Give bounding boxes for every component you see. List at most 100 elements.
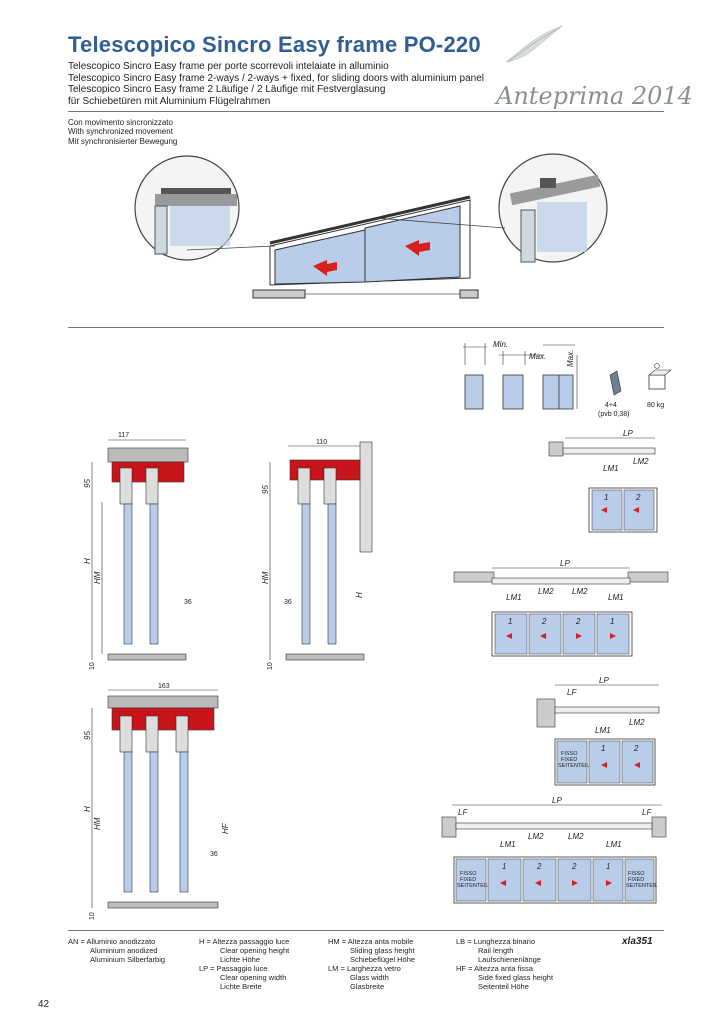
layout-3-lm1: LM1 bbox=[595, 726, 611, 735]
layout-4-lm1-left: LM1 bbox=[500, 840, 516, 849]
layout-4-lm2-right: LM2 bbox=[568, 832, 584, 841]
arrow-left-icon bbox=[500, 880, 506, 886]
section-a-height: H bbox=[83, 558, 92, 564]
glass-max-vertical-label: Max. bbox=[566, 350, 575, 367]
section-c-bottom: 10 bbox=[89, 912, 96, 920]
glass-section bbox=[179, 751, 189, 893]
legend-col-4: LB = Lunghezza binario Rail length Laufs… bbox=[456, 937, 553, 991]
legend-line: Laufschienenlänge bbox=[478, 955, 541, 964]
subtitle-block: Telescopico Sincro Easy frame per porte … bbox=[68, 61, 484, 107]
layout-2-lp: LP bbox=[560, 559, 570, 568]
layout-diagram-1: LP LM1 LM2 1 2 bbox=[548, 429, 658, 533]
layout-panel bbox=[596, 613, 630, 655]
section-c-hf: HF bbox=[221, 822, 230, 834]
layout-4-lf-left: LF bbox=[458, 808, 468, 817]
layout-4-lm1-right: LM1 bbox=[606, 840, 622, 849]
layout-panel bbox=[621, 740, 654, 784]
layout-panel bbox=[557, 858, 592, 902]
footer-divider bbox=[68, 930, 664, 931]
legend-line: HF = Altezza anta fissa bbox=[456, 964, 533, 973]
glass-thickness-spec: Min. Max. Max. 4+4 (pvb 0,38) 80 kg bbox=[463, 340, 672, 418]
layout-4-lf-right: LF bbox=[642, 808, 652, 817]
fixed-panel bbox=[624, 858, 655, 902]
door-perspective-illustration bbox=[134, 153, 608, 299]
legend-line: LP = Passaggio luce bbox=[199, 964, 268, 973]
layout-4-lm2-left: LM2 bbox=[528, 832, 544, 841]
profile-rail bbox=[111, 707, 215, 731]
arrow-right-icon bbox=[610, 633, 616, 639]
header-divider bbox=[68, 111, 664, 112]
panel-number: 2 bbox=[536, 862, 542, 871]
fixed-label: FISSO bbox=[628, 871, 645, 877]
section-a-hm: HM bbox=[93, 571, 102, 584]
preview-badge: Anteprima 2014 bbox=[496, 82, 693, 110]
arrow-left-icon bbox=[601, 762, 607, 768]
section-b-width: 110 bbox=[316, 439, 327, 446]
subtitle-line: für Schiebetüren mit Aluminium Flügelrah… bbox=[68, 95, 271, 107]
legend-line: H = Altezza passaggio luce bbox=[199, 937, 290, 946]
arrow-left-icon bbox=[633, 507, 639, 513]
layout-3-lm2: LM2 bbox=[629, 718, 645, 727]
layout-1-lm1: LM1 bbox=[603, 464, 619, 473]
section-b-offset: 36 bbox=[284, 599, 292, 606]
panel-number: 1 bbox=[502, 862, 506, 871]
legend-line: Rail length bbox=[478, 946, 514, 955]
glass-section bbox=[123, 751, 133, 893]
layout-diagram-2: LP LM1 LM2 LM2 LM1 1 2 2 1 bbox=[453, 559, 669, 657]
weight-box-icon bbox=[648, 374, 666, 390]
section-c-offset: 36 bbox=[210, 851, 218, 858]
panel-number: 1 bbox=[601, 744, 605, 753]
panel-number: 1 bbox=[604, 493, 608, 502]
layout-diagram-4: LP LF LF LM1 LM2 LM2 LM1 FISSO FIXED SEI… bbox=[441, 796, 667, 904]
panel-number: 2 bbox=[575, 617, 581, 626]
panel-number: 1 bbox=[610, 617, 614, 626]
glass-sample-mid bbox=[502, 374, 524, 410]
glass-sample-min bbox=[464, 374, 484, 410]
fixed-label: FIXED bbox=[460, 877, 476, 883]
laminated-glass-icon bbox=[609, 370, 622, 396]
glass-section bbox=[301, 503, 311, 645]
legend-line: Aluminium anodized bbox=[90, 946, 158, 955]
glass-section bbox=[149, 751, 159, 893]
layout-3-lp: LP bbox=[599, 676, 609, 685]
fixed-label: SEITENTEIL bbox=[457, 883, 488, 889]
layout-panel bbox=[592, 858, 624, 902]
glass-section bbox=[327, 503, 337, 645]
section-b-height: H bbox=[355, 592, 364, 598]
panel-number: 2 bbox=[571, 862, 577, 871]
legend-line: Side fixed glass height bbox=[478, 973, 554, 982]
panel-number: 2 bbox=[541, 617, 547, 626]
fixed-label: FIXED bbox=[561, 757, 577, 763]
layout-2-lm2-left: LM2 bbox=[538, 587, 554, 596]
layout-1-lp: LP bbox=[623, 429, 633, 438]
feather-logo bbox=[505, 25, 563, 63]
arrow-left-icon bbox=[405, 240, 430, 256]
section-b-hm: HM bbox=[261, 571, 270, 584]
subtitle-line: Telescopico Sincro Easy frame 2 Läufige … bbox=[68, 84, 386, 96]
legend-line: Sliding glass height bbox=[350, 946, 415, 955]
glass-section bbox=[123, 503, 133, 645]
movement-note: Mit synchronisierter Bewegung bbox=[68, 136, 178, 146]
arrow-left-icon bbox=[634, 762, 640, 768]
fixed-label: SEITENTEIL bbox=[558, 763, 589, 769]
legend-line: Lichte Höhe bbox=[220, 955, 261, 964]
movement-note: With synchronized movement bbox=[68, 127, 173, 137]
section-a-offset: 36 bbox=[184, 599, 192, 606]
arrow-right-icon bbox=[576, 633, 582, 639]
section-drawing-b: 110 95 HM H 36 10 bbox=[261, 439, 373, 670]
layout-diagram-3: LP LF LM1 LM2 FISSO FIXED SEITENTEIL 1 2 bbox=[536, 676, 660, 786]
arrow-left-icon bbox=[313, 260, 337, 276]
glass-section bbox=[149, 503, 159, 645]
section-c-hm: HM bbox=[93, 817, 102, 830]
legend-line: Clear opening height bbox=[220, 946, 290, 955]
arrow-right-icon bbox=[606, 880, 612, 886]
max-weight-value: 80 kg bbox=[647, 402, 664, 409]
layout-1-lm2: LM2 bbox=[633, 457, 649, 466]
fixed-panel bbox=[556, 740, 588, 784]
layout-3-lf: LF bbox=[567, 688, 577, 697]
legend-line: AN = Alluminio anodizzato bbox=[68, 937, 156, 946]
page-number: 42 bbox=[38, 999, 50, 1010]
legend-line: LM = Larghezza vetro bbox=[328, 964, 401, 973]
legend-line: Clear opening width bbox=[220, 973, 287, 982]
glass-thickness-value: 4+4 bbox=[605, 402, 617, 409]
